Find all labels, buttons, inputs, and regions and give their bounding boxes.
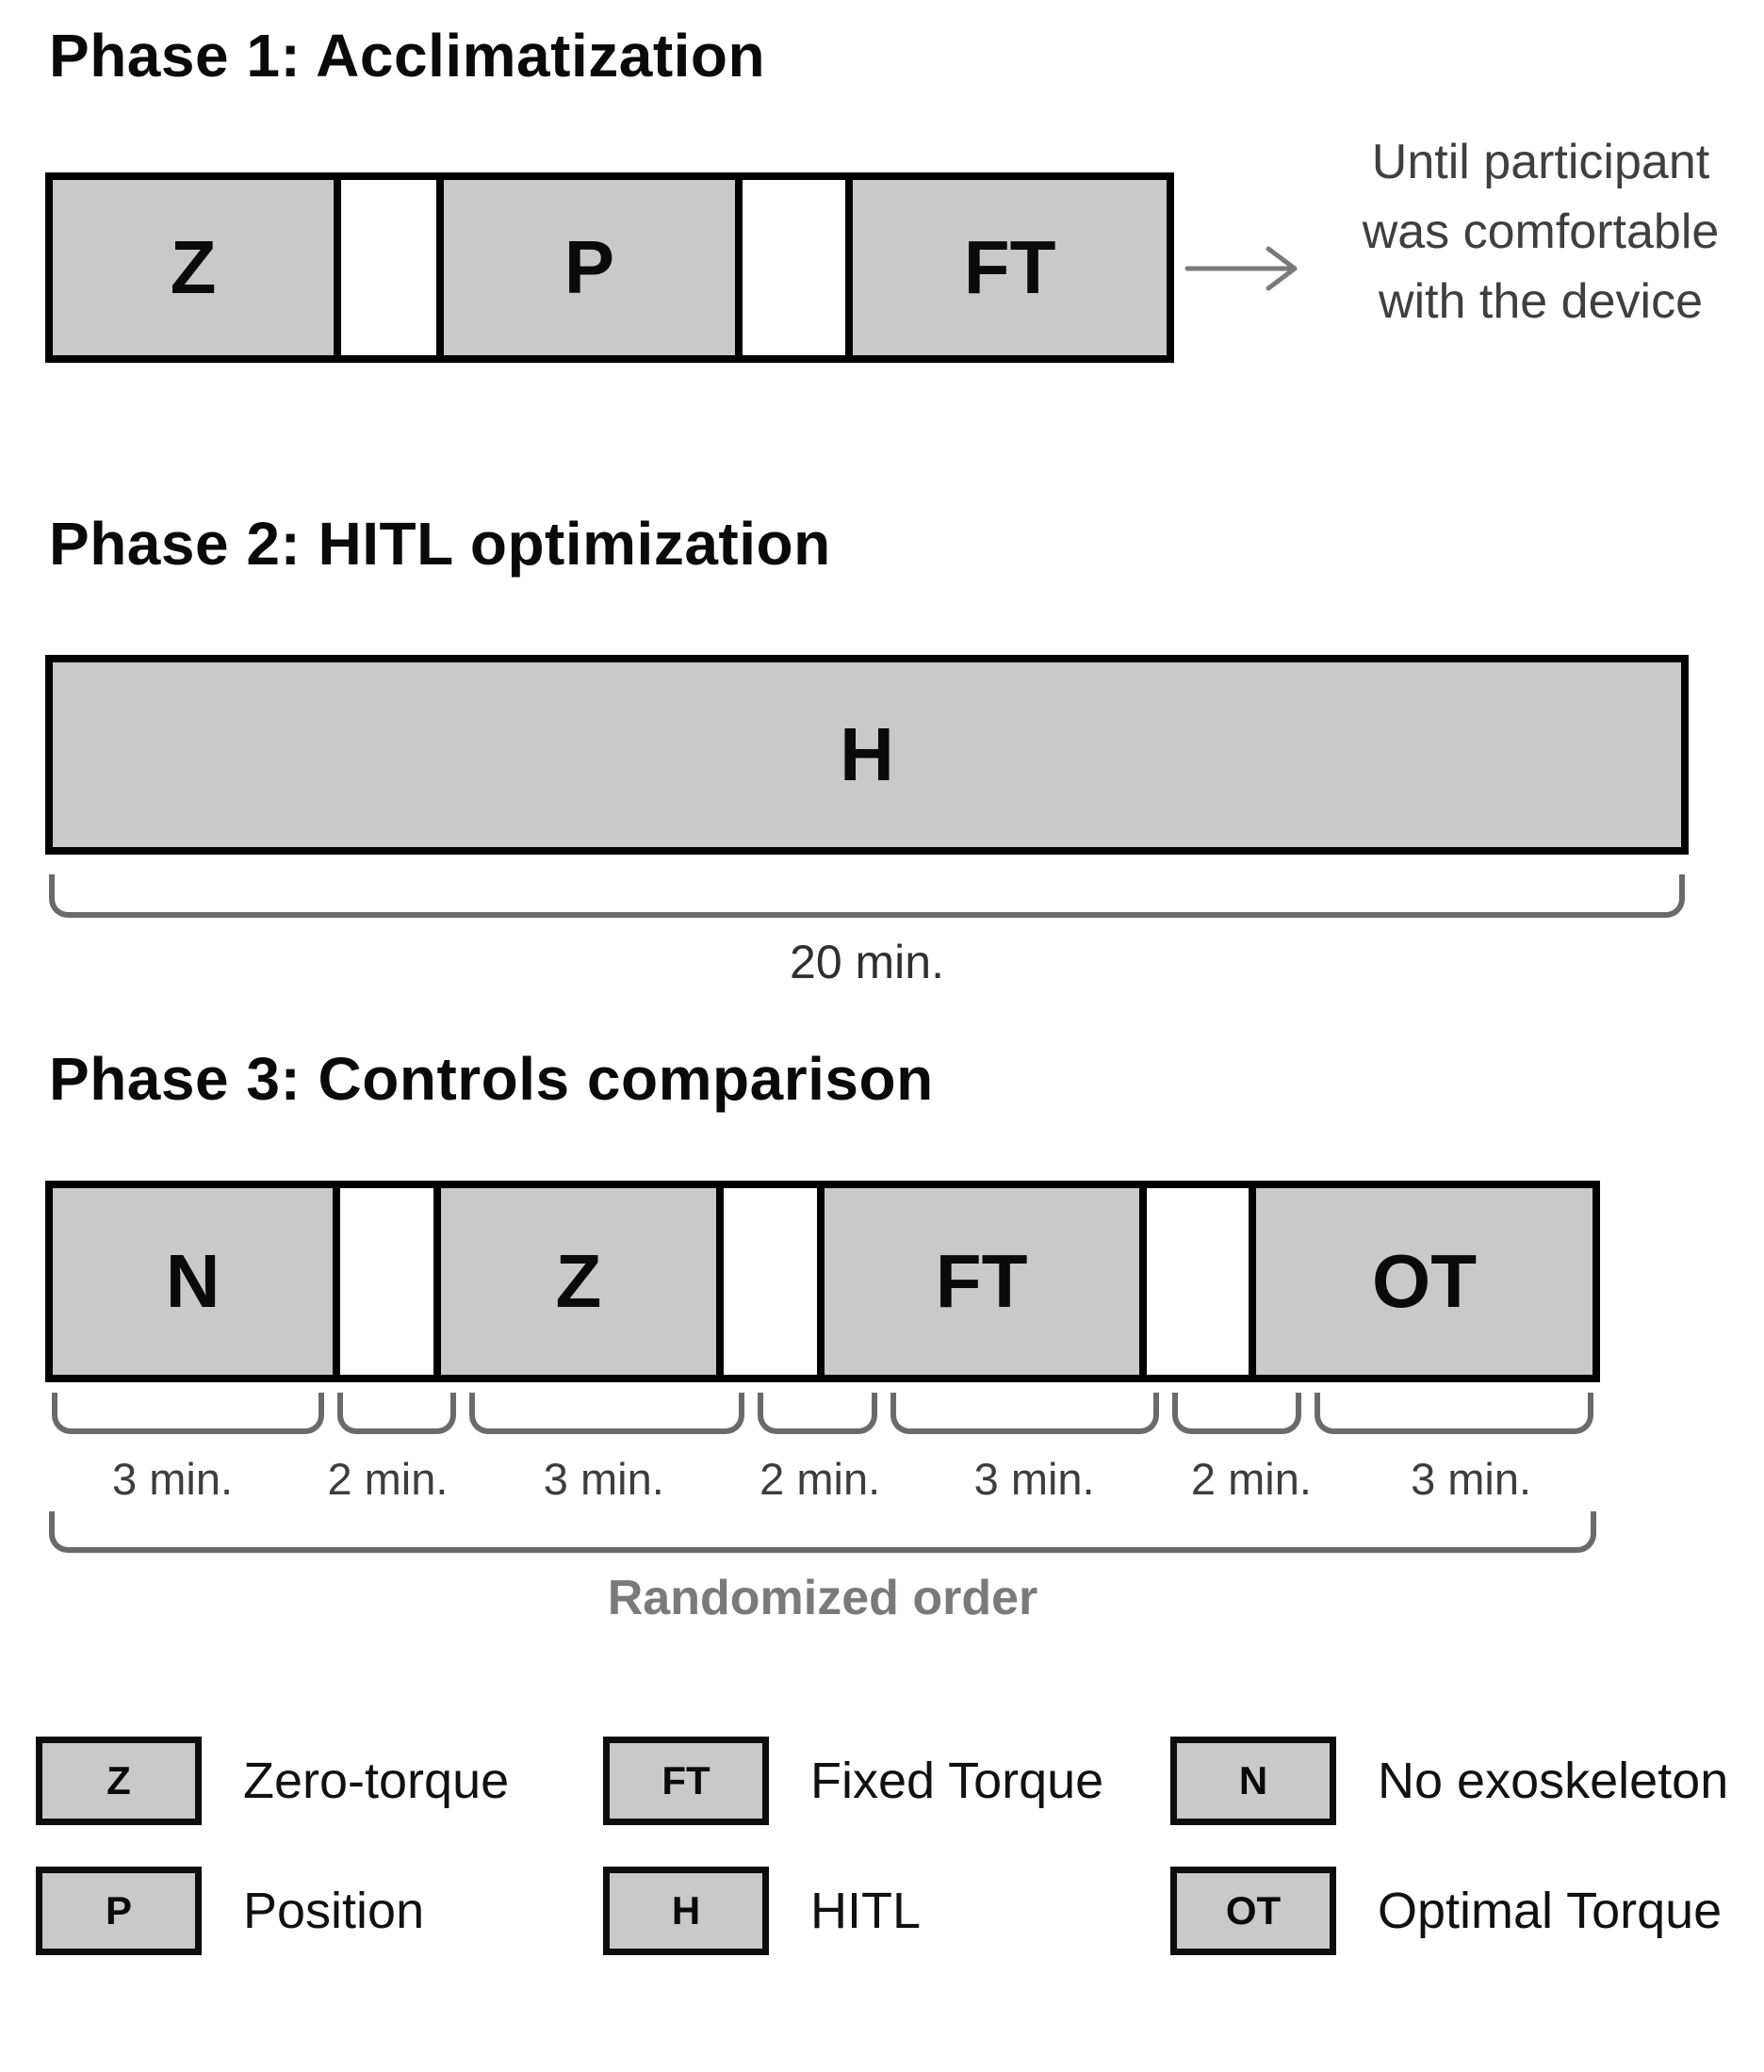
duration-label: 2 min. [1190, 1454, 1312, 1504]
phase3-cell-break [333, 1188, 434, 1375]
phase3-cell-zero-torque: Z [433, 1188, 716, 1375]
phase1-note: Until participant was comfortable with t… [1317, 128, 1764, 336]
duration-label: 3 min. [973, 1454, 1095, 1504]
phase3-cell-label: N [165, 1239, 220, 1323]
legend-item-position: P Position [36, 1867, 603, 1955]
phase3-cell-label: FT [935, 1239, 1028, 1323]
legend-key: Z [106, 1758, 131, 1803]
phase2-title: Phase 2: HITL optimization [49, 510, 831, 578]
legend-label: Optimal Torque [1378, 1883, 1723, 1939]
legend-label: Position [243, 1883, 425, 1939]
segment-bracket-slot [1308, 1393, 1600, 1436]
phase3-cell-break [1138, 1188, 1250, 1375]
phase1-note-line: Until participant [1371, 135, 1710, 189]
duration-label: 3 min. [112, 1454, 234, 1504]
legend-label: No exoskeleton [1378, 1753, 1729, 1809]
segment-bracket [1315, 1393, 1594, 1434]
phase3-cell-optimal-torque: OT [1249, 1188, 1592, 1375]
phase3-cell-label: Z [555, 1239, 602, 1323]
legend-box: Z [36, 1737, 202, 1825]
legend-key: H [671, 1888, 701, 1933]
segment-bracket [52, 1393, 324, 1434]
phase1-cell-label: Z [170, 225, 217, 309]
phase2-cell-label: H [840, 712, 894, 796]
phase3-title: Phase 3: Controls comparison [49, 1045, 934, 1113]
legend-key: P [105, 1888, 132, 1933]
legend-box: FT [603, 1737, 769, 1825]
legend-box: N [1170, 1737, 1336, 1825]
phase3-timeline-bar: N Z FT OT [45, 1181, 1600, 1382]
segment-bracket-slot [463, 1393, 751, 1436]
legend-item-hitl: H HITL [603, 1867, 1170, 1955]
phase2-cell-hitl: H [53, 662, 1681, 847]
segment-bracket-slot [884, 1393, 1166, 1436]
segment-bracket [1171, 1393, 1301, 1434]
legend-label: HITL [810, 1883, 922, 1939]
legend-item-zero-torque: Z Zero-torque [36, 1737, 603, 1825]
legend-item-fixed-torque: FT Fixed Torque [603, 1737, 1170, 1825]
phase3-randomized-bracket [49, 1511, 1596, 1553]
phase1-cell-label: P [564, 225, 615, 309]
legend-box: P [36, 1867, 202, 1955]
duration-label: 2 min. [327, 1454, 449, 1504]
duration-label: 3 min. [543, 1454, 664, 1504]
phase1-cell-break [734, 180, 846, 355]
phase1-title: Phase 1: Acclimatization [49, 22, 766, 90]
segment-bracket [890, 1393, 1159, 1434]
phase3-segment-brackets [45, 1393, 1600, 1436]
phase1-note-line: was comfortable [1362, 204, 1720, 259]
phase3-randomized-label: Randomized order [607, 1571, 1038, 1625]
segment-bracket [758, 1393, 877, 1434]
legend-label: Fixed Torque [810, 1753, 1104, 1809]
phase3-cell-label: OT [1371, 1239, 1478, 1323]
phase1-cell-label: FT [963, 225, 1056, 309]
legend-key: FT [662, 1758, 710, 1803]
phase1-cell-zero-torque: Z [53, 180, 335, 355]
phase3-duration-labels: 3 min. 2 min. 3 min. 2 min. 3 min. 2 min… [45, 1453, 1600, 1505]
legend-item-no-exoskeleton: N No exoskeleton [1170, 1737, 1764, 1825]
phase1-timeline-bar: Z P FT [45, 172, 1174, 363]
legend-key: OT [1225, 1888, 1282, 1933]
phase3-cell-break [715, 1188, 817, 1375]
phase2-duration-bracket [49, 874, 1685, 918]
phase2-timeline-bar: H [45, 655, 1689, 855]
segment-bracket [468, 1393, 745, 1434]
segment-bracket-slot [751, 1393, 883, 1436]
phase3-cell-fixed-torque: FT [816, 1188, 1139, 1375]
segment-bracket-slot [1166, 1393, 1308, 1436]
legend-box: OT [1170, 1867, 1336, 1955]
segment-bracket-slot [331, 1393, 463, 1436]
phase1-cell-fixed-torque: FT [845, 180, 1168, 355]
phase1-note-line: with the device [1379, 273, 1703, 329]
legend-box: H [603, 1867, 769, 1955]
segment-bracket [336, 1393, 456, 1434]
duration-label: 3 min. [1411, 1454, 1532, 1504]
right-arrow-icon [1184, 246, 1298, 291]
phase1-cell-break [334, 180, 437, 355]
duration-label: 2 min. [760, 1454, 881, 1504]
segment-bracket-slot [45, 1393, 331, 1436]
legend-item-optimal-torque: OT Optimal Torque [1170, 1867, 1764, 1955]
legend-label: Zero-torque [243, 1753, 510, 1809]
phase1-cell-position: P [436, 180, 735, 355]
legend-key: N [1238, 1758, 1268, 1803]
legend: Z Zero-torque FT Fixed Torque N No exosk… [36, 1737, 1764, 1955]
phase3-cell-no-exo: N [53, 1188, 334, 1375]
phase2-duration-label: 20 min. [790, 936, 944, 988]
